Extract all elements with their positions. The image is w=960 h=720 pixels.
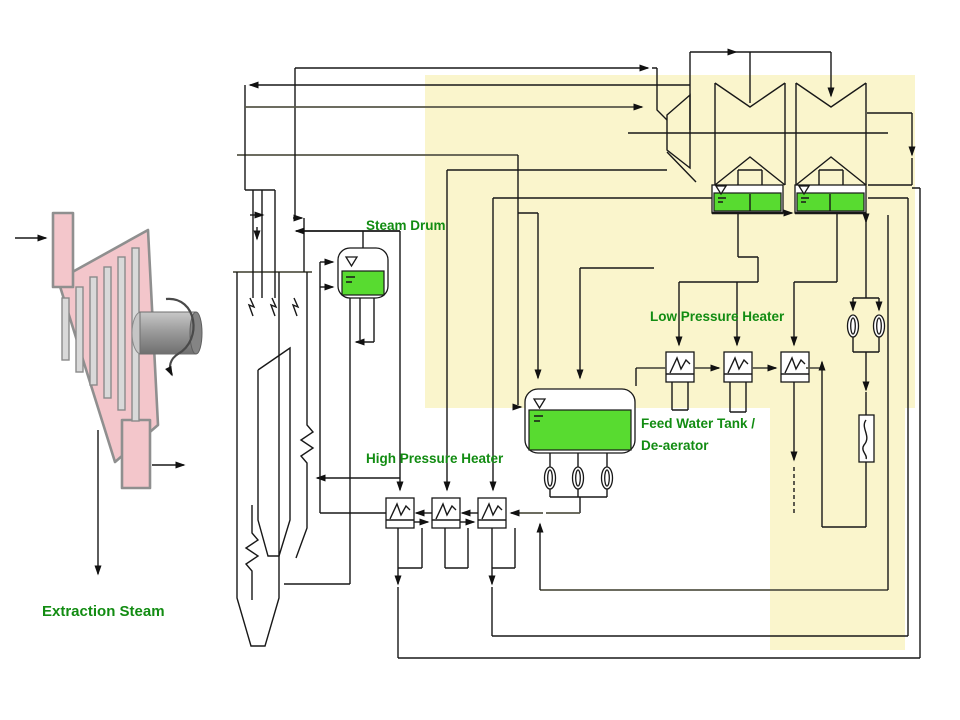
lp-heater-3: [780, 351, 810, 383]
level-indicator-icon: [532, 398, 547, 410]
lp-turbine-2: [795, 82, 867, 193]
steam-mark: [269, 297, 278, 317]
steam-drum: [337, 247, 389, 299]
rotation-arrow: [165, 297, 195, 377]
turbine-blade: [103, 266, 112, 399]
highlight-region-lower-right: [770, 408, 905, 650]
condensate-pumps: [846, 314, 886, 338]
level-indicator-icon: [714, 185, 728, 196]
turbine-outlet-duct: [120, 418, 152, 490]
hp-heater-2: [431, 497, 461, 529]
extraction-steam-label: Extraction Steam: [42, 603, 165, 620]
turbine-inlet-duct: [51, 211, 75, 289]
turbine-blade: [75, 286, 84, 373]
lp-heater-2: [723, 351, 753, 383]
turbine-blade: [89, 276, 98, 386]
turbine-shaft: [139, 311, 197, 355]
steam-drum-label: Steam Drum: [366, 218, 446, 233]
boiler-furnace: [233, 190, 315, 647]
steam-mark: [291, 297, 300, 317]
high-pressure-heater-label: High Pressure Heater: [366, 451, 504, 466]
drain-cooler: [858, 414, 875, 463]
hp-heater-3: [477, 497, 507, 529]
lp-turbine-1: [714, 82, 786, 193]
low-pressure-heater-label: Low Pressure Heater: [650, 309, 785, 324]
boiler-feed-pumps: [543, 453, 614, 513]
steam-mark: [247, 297, 256, 317]
feed-water-tank-label-line1: Feed Water Tank /: [641, 416, 755, 431]
hp-turbine: [666, 93, 697, 183]
lp-heater-1: [665, 351, 695, 383]
high-pressure-heaters: [385, 497, 507, 529]
low-pressure-heaters: [665, 351, 810, 383]
level-indicator-icon: [344, 256, 359, 268]
condenser-hotwell-2: [794, 184, 867, 215]
level-indicator-icon: [797, 185, 811, 196]
feed-water-tank-label-line2: De-aerator: [641, 438, 709, 453]
turbine-cross-section: [15, 211, 203, 490]
turbine-blade: [61, 297, 70, 361]
hp-heater-1: [385, 497, 415, 529]
feed-water-tank-deaerator: [524, 388, 636, 454]
condenser-hotwell-1: [711, 184, 784, 215]
turbine-blade: [117, 256, 126, 411]
